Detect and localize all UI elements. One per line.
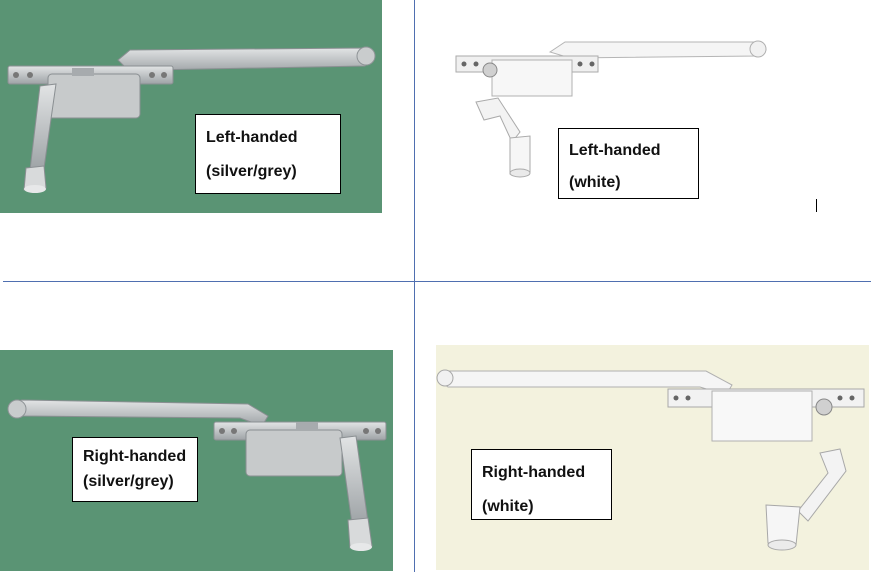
panel-right-handed-white: Right-handed (white) — [436, 345, 869, 570]
label-left-handed-white: Left-handed (white) — [558, 128, 699, 199]
label-left-handed-silver: Left-handed (silver/grey) — [195, 114, 341, 194]
label-line-1: Left-handed — [206, 129, 298, 146]
crank-operator-left-white-image — [455, 40, 767, 178]
label-line-1: Right-handed — [482, 464, 586, 481]
text-cursor — [816, 199, 817, 212]
label-line-2: (silver/grey) — [83, 473, 174, 490]
vertical-divider — [414, 0, 415, 572]
panel-right-handed-silver: Right-handed (silver/grey) — [0, 350, 393, 571]
label-line-2: (silver/grey) — [206, 163, 297, 180]
label-right-handed-silver: Right-handed (silver/grey) — [72, 437, 198, 502]
panel-left-handed-white: Left-handed (white) — [440, 26, 775, 212]
label-line-2: (white) — [482, 498, 534, 515]
panel-left-handed-silver: Left-handed (silver/grey) — [0, 0, 382, 213]
label-line-1: Right-handed — [83, 448, 187, 465]
label-line-1: Left-handed — [569, 142, 661, 159]
horizontal-divider — [3, 281, 871, 282]
label-line-2: (white) — [569, 174, 621, 191]
crank-operator-left-silver-image — [7, 46, 376, 193]
label-right-handed-white: Right-handed (white) — [471, 449, 612, 520]
crank-operator-right-silver-image — [7, 399, 387, 551]
crank-operator-right-white-image — [436, 369, 865, 551]
